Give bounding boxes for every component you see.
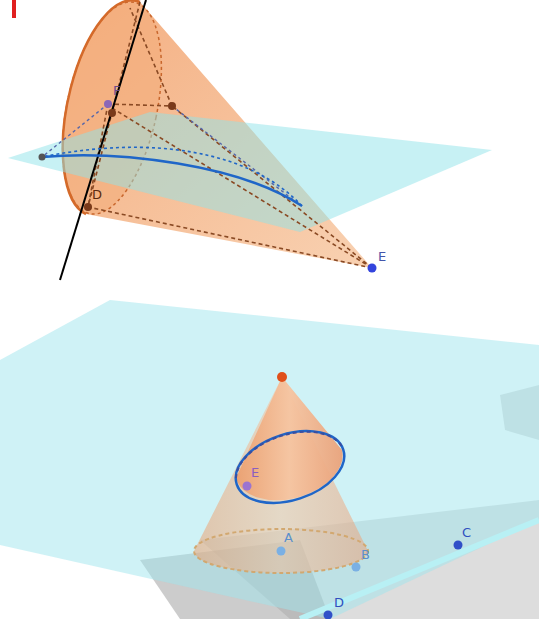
point-label: E [251, 466, 259, 479]
point-label: E [378, 250, 386, 263]
point-label: C [462, 526, 471, 539]
point-label: F [113, 84, 120, 97]
point-label: B [361, 548, 370, 561]
point-label: D [92, 188, 102, 201]
point-label: A [284, 531, 293, 544]
point-label: D [334, 596, 344, 609]
